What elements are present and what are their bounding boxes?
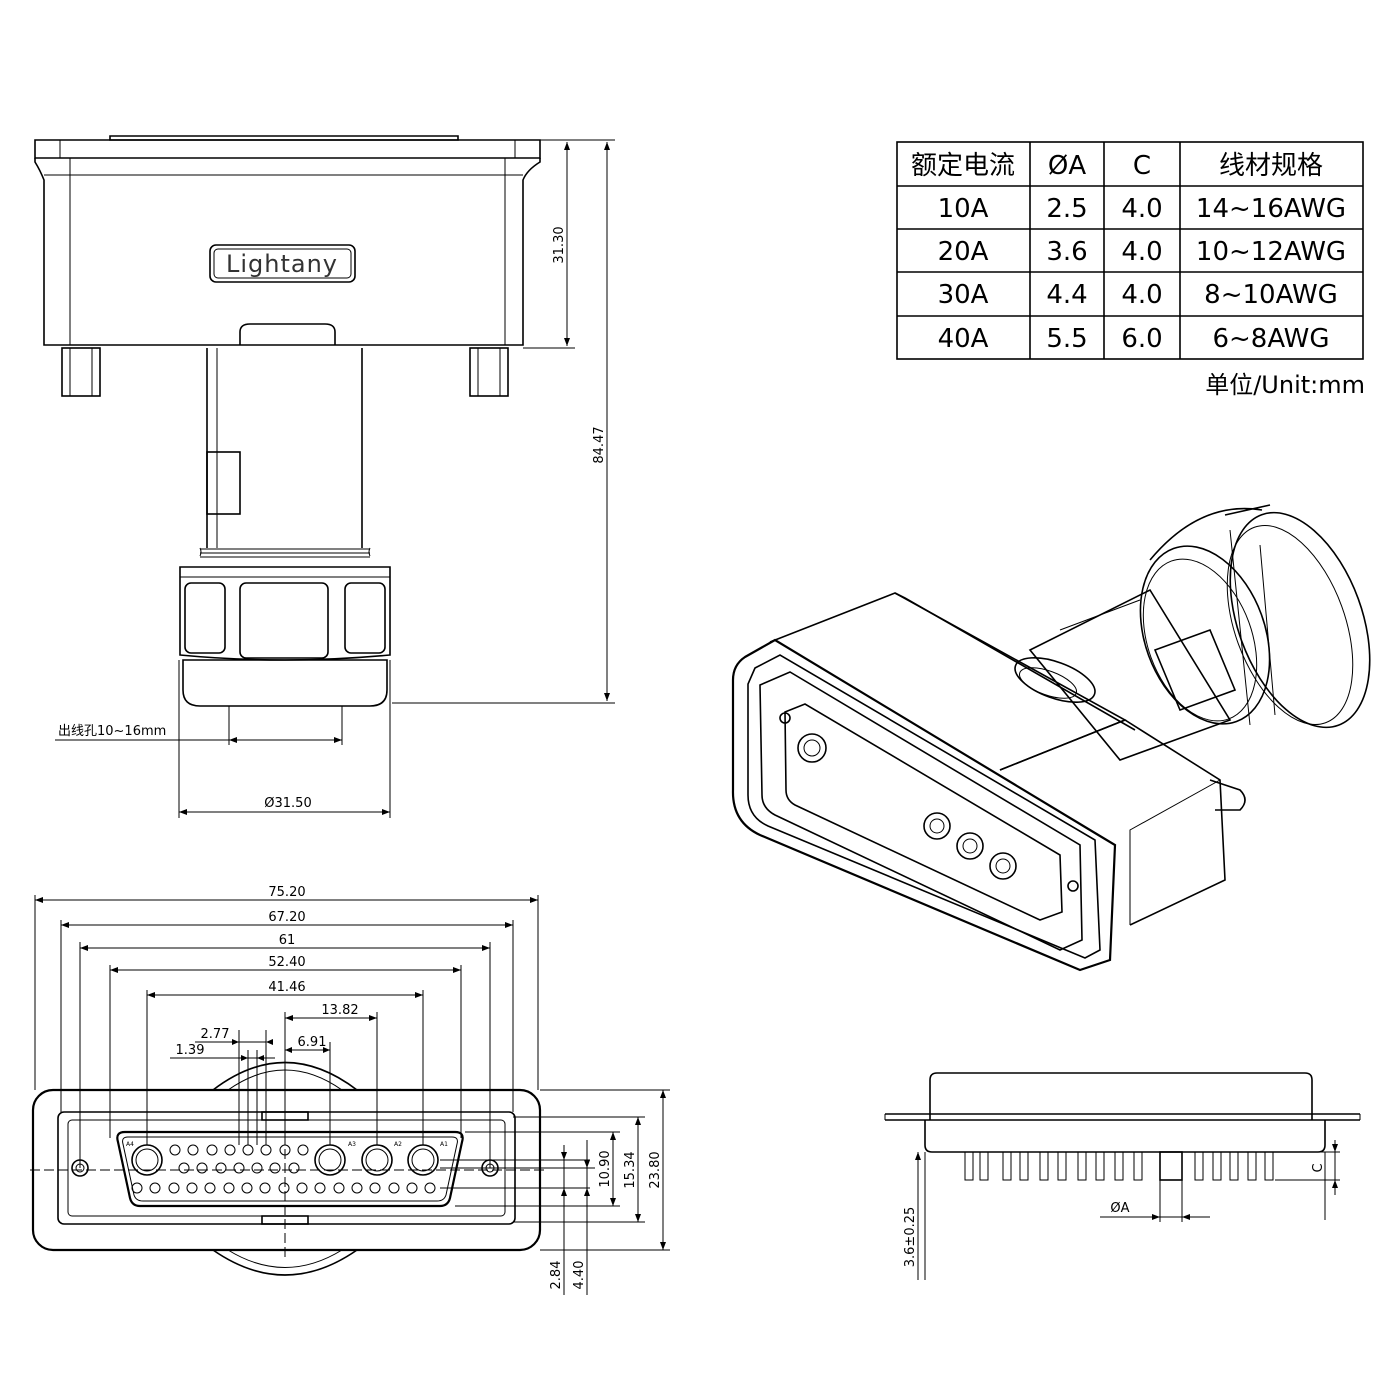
- front-view-dimensions: 75.20 67.20 61 52.40 41.46 13.82 2.77 6.…: [30, 885, 670, 1295]
- dim-84-47: 84.47: [592, 426, 607, 463]
- dim-75-20: 75.20: [268, 885, 305, 900]
- logo-text: Lightany: [226, 250, 338, 278]
- pin-label-a2: A2: [394, 1141, 402, 1148]
- table-cell: 30A: [938, 280, 989, 310]
- dim-41-46: 41.46: [268, 980, 305, 995]
- table-cell: 5.5: [1046, 324, 1087, 354]
- dim-2-77: 2.77: [201, 1027, 230, 1042]
- dim-2-84: 2.84: [549, 1261, 564, 1290]
- dim-phi-a: ØA: [1110, 1201, 1129, 1216]
- dim-1-39: 1.39: [176, 1043, 205, 1058]
- profile-pins: [964, 1151, 1274, 1181]
- pin-label-a1: A1: [440, 1141, 448, 1148]
- logo-badge: [209, 244, 356, 283]
- iso-pins: [797, 733, 1017, 880]
- table-cell: 10A: [938, 194, 989, 224]
- table-cell: 6.0: [1121, 324, 1162, 354]
- table-cell: 4.4: [1046, 280, 1087, 310]
- table-header-c: C: [1133, 151, 1151, 181]
- side-view-dimensions: 31.30 84.47 出线孔10~16mm Ø31.50: [55, 139, 615, 818]
- pin-label-a4: A4: [126, 1141, 134, 1148]
- table-header-current: 额定电流: [911, 151, 1015, 181]
- spec-table: 额定电流 ØA C 线材规格 10A 2.5 4.0 14~16AWG 20A …: [896, 141, 1365, 399]
- pin-label-a3: A3: [348, 1141, 356, 1148]
- unit-label: 单位/Unit:mm: [1205, 371, 1365, 399]
- table-cell: 10~12AWG: [1196, 237, 1346, 267]
- dim-23-80: 23.80: [648, 1151, 663, 1188]
- dim-10-90: 10.90: [598, 1150, 613, 1187]
- table-header-wire: 线材规格: [1219, 151, 1323, 181]
- profile-view: 3.6±0.25 ØA C: [884, 1072, 1361, 1280]
- table-cell: 2.5: [1046, 194, 1087, 224]
- dim-13-82: 13.82: [321, 1003, 358, 1018]
- table-cell: 14~16AWG: [1196, 194, 1346, 224]
- dim-52-40: 52.40: [268, 955, 305, 970]
- dim-4-40: 4.40: [572, 1261, 587, 1290]
- table-cell: 8~10AWG: [1204, 280, 1338, 310]
- table-cell: 40A: [938, 324, 989, 354]
- table-header-phi-a: ØA: [1048, 151, 1086, 181]
- dim-15-34: 15.34: [623, 1151, 638, 1188]
- dim-61: 61: [279, 933, 296, 948]
- dim-67-20: 67.20: [268, 910, 305, 925]
- dim-pin-length: 3.6±0.25: [903, 1207, 918, 1268]
- front-view: A4 A3 A2 A1: [31, 1061, 542, 1276]
- table-cell: 3.6: [1046, 237, 1087, 267]
- isometric-view: [731, 504, 1371, 972]
- table-cell: 6~8AWG: [1212, 324, 1329, 354]
- side-view: Lightany: [34, 135, 541, 707]
- table-cell: 4.0: [1121, 237, 1162, 267]
- table-cell: 4.0: [1121, 194, 1162, 224]
- dim-c: C: [1311, 1163, 1326, 1172]
- dim-cable-hole: 出线孔10~16mm: [58, 724, 166, 739]
- table-cell: 20A: [938, 237, 989, 267]
- dim-6-91: 6.91: [298, 1035, 327, 1050]
- table-cell: 4.0: [1121, 280, 1162, 310]
- dim-dia-31-50: Ø31.50: [264, 796, 311, 811]
- dim-31-30: 31.30: [552, 226, 567, 263]
